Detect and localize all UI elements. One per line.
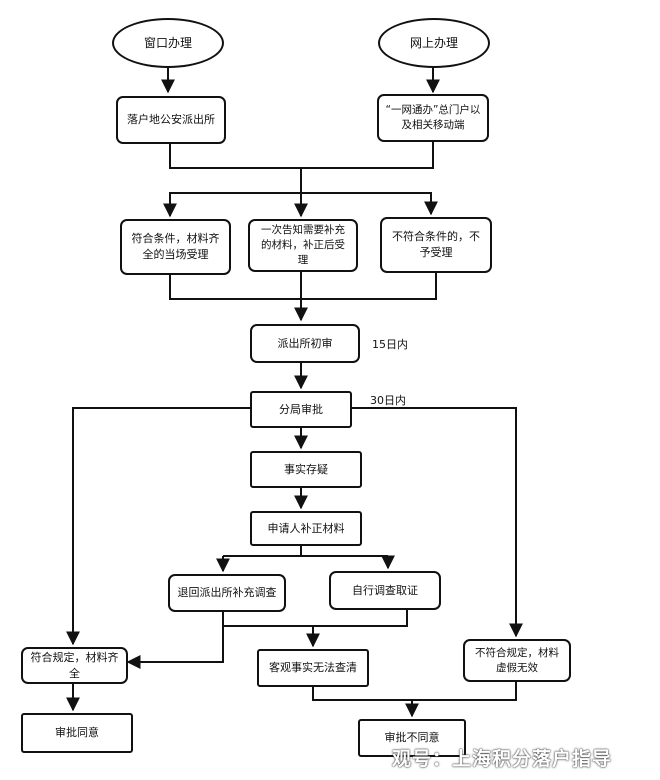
edge-branch-to-compliant xyxy=(66,407,250,646)
portal-node: “一网通办”总门户以及相关移动端 xyxy=(377,94,489,142)
self-investigation-node: 自行调查取证 xyxy=(329,571,441,610)
facts-doubt-node: 事实存疑 xyxy=(250,451,362,488)
initial-review-node: 派出所初审 xyxy=(250,324,360,363)
edge-branch-to-false xyxy=(352,407,523,638)
not-approved-node: 审批不同意 xyxy=(358,719,466,757)
return-investigation-node: 退回派出所补充调查 xyxy=(168,574,286,612)
accept-complete-node: 符合条件，材料齐全的当场受理 xyxy=(120,219,231,275)
false-materials-node: 不符合规定，材料虚假无效 xyxy=(463,639,571,682)
edge-merge-three xyxy=(169,273,437,300)
police-station-node: 落户地公安派出所 xyxy=(116,96,226,144)
approved-node: 审批同意 xyxy=(21,713,133,753)
edge-merge-bottom xyxy=(312,682,517,701)
applicant-supplement-node: 申请人补正材料 xyxy=(250,511,362,546)
online-node: 网上办理 xyxy=(378,18,490,68)
compliant-node: 符合规定，材料齐全 xyxy=(21,647,128,684)
note-15-days: 15日内 xyxy=(372,338,408,351)
unclear-facts-node: 客观事实无法查清 xyxy=(257,649,369,687)
edge-merge-top xyxy=(169,142,434,169)
watermark: 观号：上海积分落户指导 xyxy=(392,748,613,770)
branch-approval-node: 分局审批 xyxy=(250,391,352,428)
accept-after-supplement-node: 一次告知需要补充的材料，补正后受理 xyxy=(248,219,358,272)
edge-return-to-compliant xyxy=(126,612,224,669)
window-node: 窗口办理 xyxy=(112,18,224,68)
note-30-days: 30日内 xyxy=(370,394,406,407)
reject-node: 不符合条件的，不予受理 xyxy=(380,217,492,273)
edge-merge-two xyxy=(223,610,408,627)
